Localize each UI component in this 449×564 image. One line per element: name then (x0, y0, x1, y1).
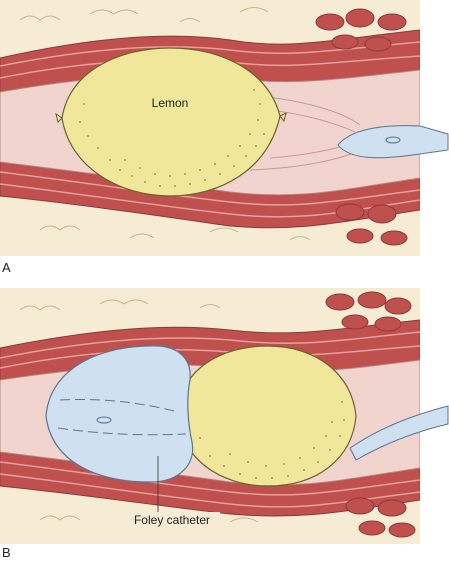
panel-b-illustration: Foley catheter (0, 288, 449, 544)
sphincter-bundles-upper (315, 8, 407, 52)
catheter-tube (349, 405, 449, 461)
lemon-label: Lemon (152, 96, 189, 110)
sphincter-bundles-lower (335, 203, 408, 246)
catheter-eyelet (385, 136, 401, 144)
foley-balloon (45, 345, 194, 483)
panel-a-illustration: Lemon (0, 0, 449, 256)
sphincter-bundles-upper (325, 291, 412, 332)
lemon-illustration (55, 47, 287, 197)
fat-lobule-lines (19, 7, 311, 241)
lemon-illustration (177, 345, 357, 487)
catheter-shaft-dashed (57, 399, 187, 436)
catheter-tip (337, 125, 449, 159)
catheter-eyelet (96, 416, 112, 424)
sphincter-bundles-lower (345, 497, 416, 538)
panel-b: Foley catheter (0, 288, 449, 549)
panel-letter-a: A (2, 260, 11, 275)
foley-catheter-label: Foley catheter (134, 513, 210, 527)
mucosal-folds (249, 94, 361, 171)
label-backdrop (126, 512, 220, 528)
panel-letter-b: B (2, 545, 11, 560)
fat-lobule-lines (19, 299, 259, 529)
panel-a: Lemon (0, 0, 449, 261)
